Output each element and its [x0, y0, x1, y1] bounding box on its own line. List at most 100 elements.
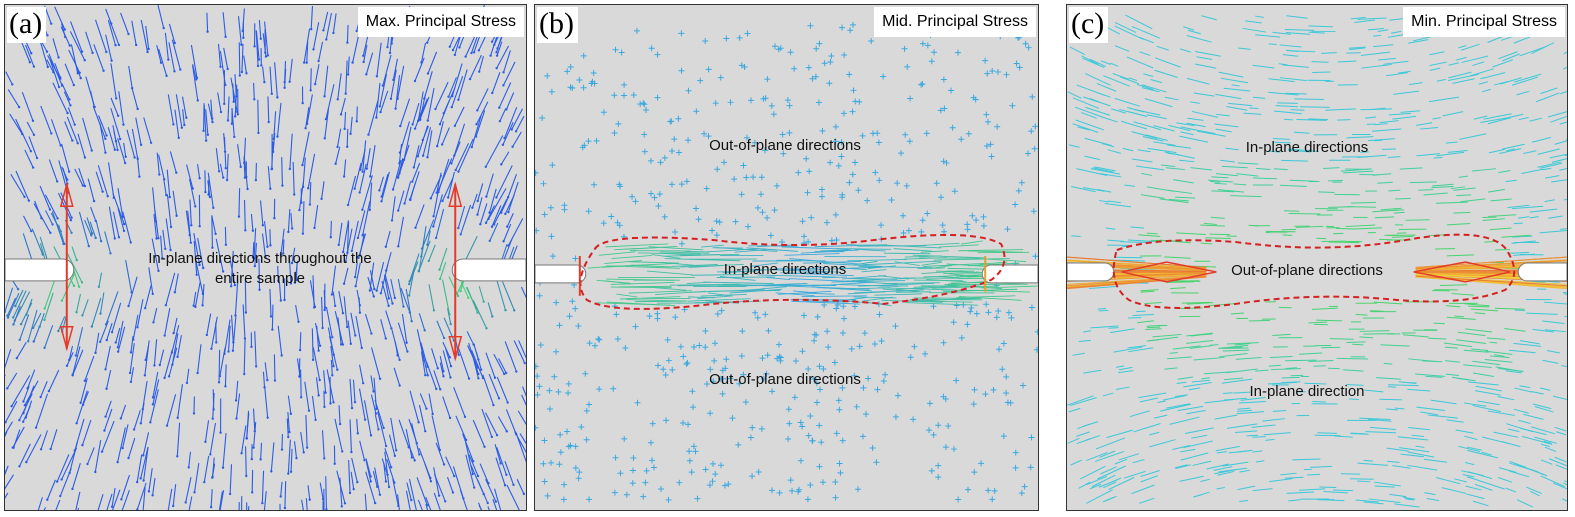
vector-head [241, 29, 244, 33]
out-of-plane-marker [786, 102, 793, 109]
vector-head [470, 145, 474, 149]
out-of-plane-marker [754, 314, 761, 321]
in-plane-vector [1072, 123, 1099, 133]
out-of-plane-marker [535, 169, 539, 176]
vector-head [313, 226, 316, 230]
out-of-plane-marker [833, 430, 840, 437]
vector-head [343, 502, 347, 505]
out-of-plane-marker [629, 480, 636, 487]
out-of-plane-marker [835, 162, 842, 169]
vector-head [158, 363, 162, 367]
vector-head [440, 143, 444, 146]
stress-vector [78, 211, 90, 247]
out-of-plane-marker [785, 406, 792, 413]
vector-head [103, 429, 106, 432]
in-plane-vector [1308, 118, 1329, 121]
vector-head [471, 206, 474, 209]
vector-head [426, 243, 429, 246]
vector-head [323, 457, 326, 460]
in-plane-vector [1165, 167, 1186, 171]
in-plane-vector [1180, 131, 1194, 136]
stress-vector [237, 144, 242, 167]
out-of-plane-marker [826, 80, 833, 87]
in-plane-vector [1217, 470, 1235, 476]
out-of-plane-marker [707, 410, 714, 417]
in-plane-vector [958, 249, 1024, 252]
in-plane-vector [1523, 150, 1537, 155]
out-of-plane-marker [1008, 314, 1015, 321]
in-plane-vector [780, 272, 854, 277]
vector-head [211, 246, 214, 249]
stress-vector [419, 342, 429, 376]
out-of-plane-marker [819, 193, 826, 200]
stress-vector [82, 117, 93, 151]
in-plane-vector [1436, 78, 1446, 82]
out-of-plane-marker [556, 322, 563, 329]
vector-head [147, 490, 151, 493]
out-of-plane-marker [661, 154, 668, 161]
out-of-plane-marker [949, 124, 956, 131]
stress-vector [25, 44, 35, 67]
in-plane-vector [903, 257, 947, 260]
stress-vector [231, 108, 235, 137]
in-plane-vector [1454, 478, 1467, 483]
stress-vector [507, 173, 518, 198]
out-of-plane-marker [819, 479, 826, 486]
in-plane-vector [1279, 77, 1307, 82]
vector-head [17, 105, 21, 109]
stress-vector [504, 106, 518, 139]
stress-vector [109, 21, 120, 46]
in-plane-vector [1236, 411, 1265, 415]
vector-head [399, 124, 402, 128]
stress-vector [492, 499, 498, 510]
stress-vector [105, 8, 112, 24]
in-plane-vector [1162, 395, 1186, 401]
vector-head [477, 49, 481, 52]
vector-head [206, 133, 210, 136]
stress-vector [321, 181, 325, 199]
in-plane-vector [688, 265, 723, 268]
out-of-plane-marker [814, 399, 820, 406]
stress-vector [409, 171, 420, 200]
out-of-plane-marker [902, 131, 909, 138]
in-plane-vector [1347, 206, 1376, 208]
out-of-plane-marker [729, 415, 736, 422]
in-plane-vector [1142, 136, 1164, 142]
out-of-plane-marker [869, 445, 876, 451]
out-of-plane-marker [592, 342, 599, 349]
vector-head [421, 154, 425, 157]
vector-head [251, 229, 255, 232]
vector-head [308, 498, 311, 501]
vector-head [411, 123, 414, 126]
in-plane-vector [1249, 107, 1259, 109]
out-of-plane-marker [838, 139, 845, 146]
in-plane-vector [1328, 241, 1360, 244]
in-plane-vector [1415, 373, 1446, 377]
in-plane-vector [1452, 78, 1475, 84]
in-plane-vector [927, 300, 973, 303]
in-plane-vector [1177, 376, 1193, 380]
out-of-plane-marker [547, 204, 554, 211]
stress-vector [110, 108, 121, 140]
stress-vector [284, 61, 287, 83]
vector-head [27, 340, 30, 343]
stress-vector [390, 69, 397, 99]
in-plane-vector [1263, 432, 1291, 436]
in-plane-vector [1236, 409, 1253, 412]
out-of-plane-marker [685, 137, 692, 144]
in-plane-vector [748, 245, 798, 247]
out-of-plane-marker [549, 253, 556, 260]
stress-vector [56, 454, 70, 482]
vector-head [354, 284, 357, 288]
in-plane-vector [1529, 216, 1539, 219]
in-plane-vector [1233, 183, 1247, 186]
vector-head [506, 195, 510, 199]
in-plane-vector [1299, 352, 1323, 355]
in-plane-vector [1138, 392, 1167, 399]
stress-vector [433, 370, 441, 390]
in-plane-vector [1227, 342, 1259, 345]
in-plane-vector [861, 269, 887, 273]
out-of-plane-marker [548, 233, 555, 240]
in-plane-vector [1300, 106, 1330, 108]
out-of-plane-marker [776, 341, 782, 348]
